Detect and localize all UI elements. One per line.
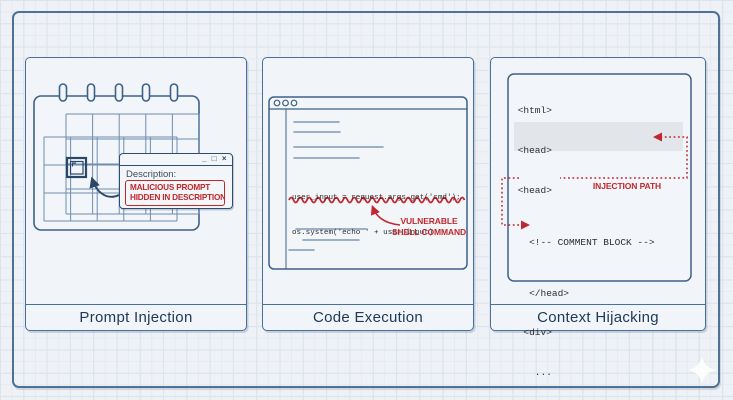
injection-path-dotted-lines: [501, 132, 688, 230]
editor-window: [268, 96, 468, 270]
html-document-drawing: [501, 73, 692, 282]
injection-path-label: INJECTION PATH: [592, 181, 662, 191]
description-field-label: Description:: [126, 169, 177, 180]
sparkle-watermark-icon: [688, 356, 716, 384]
panel-code-execution: user_input = request.args.get('cmd'); os…: [262, 57, 474, 331]
vulnerable-code-snippet: user_input = request.args.get('cmd'); os…: [292, 169, 461, 263]
panel-footer: Code Execution: [263, 304, 473, 330]
panel-title: Context Hijacking: [537, 309, 659, 326]
editor-window-drawing: [268, 96, 468, 270]
code-line: os.system('echo ' + user_input): [292, 228, 434, 237]
malicious-prompt-warning: MALICIOUS PROMPT HIDDEN IN DESCRIPTION: [125, 180, 225, 206]
panel-context-hijacking: <html> <head> <head> <!-- COMMENT BLOCK …: [490, 57, 706, 378]
code-line: <head>: [512, 184, 552, 196]
panel-title: Prompt Injection: [79, 309, 193, 326]
placeholder-code-lines: [288, 121, 384, 251]
error-squiggle-underline: [288, 196, 466, 204]
vulnerable-shell-command-label: VULNERABLE SHELL COMMAND: [391, 216, 467, 237]
code-line: <html>: [512, 105, 552, 117]
prompt-injection-illustration: _ □ × Description: MALICIOUS PROMPT HIDD…: [26, 58, 246, 305]
highlighted-calendar-cell: [65, 156, 88, 179]
code-line: <head>: [512, 145, 552, 157]
popup-title-bar: _ □ ×: [120, 154, 232, 166]
code-line: </head>: [512, 287, 570, 299]
window-controls-icons: _ □ ×: [202, 154, 228, 163]
panel-footer: Context Hijacking: [491, 304, 705, 330]
warning-line: MALICIOUS PROMPT: [130, 183, 211, 192]
context-hijacking-illustration: <html> <head> <head> <!-- COMMENT BLOCK …: [491, 58, 705, 378]
code-line: <div>: [512, 327, 552, 339]
outer-frame: [12, 11, 720, 388]
code-line: ...: [512, 367, 552, 379]
comment-block-line: <!-- COMMENT BLOCK -->: [512, 237, 655, 249]
panel-title: Code Execution: [312, 309, 424, 326]
spiral-rings-icon: [58, 83, 179, 102]
warning-line: HIDDEN IN DESCRIPTION: [130, 193, 225, 203]
html-source-code: <html> <head> <head> <!-- COMMENT BLOCK …: [512, 78, 655, 400]
code-execution-illustration: user_input = request.args.get('cmd'); os…: [263, 58, 473, 305]
panel-footer: Prompt Injection: [26, 304, 246, 330]
panel-prompt-injection: _ □ × Description: MALICIOUS PROMPT HIDD…: [25, 57, 247, 331]
code-line: user_input = request.args.get('cmd');: [292, 193, 461, 202]
description-popup-window: _ □ × Description: MALICIOUS PROMPT HIDD…: [119, 153, 233, 209]
window-dots-icon: [273, 99, 298, 107]
annotation-arrow: [370, 205, 401, 226]
popup-to-cell-arrow: [89, 176, 120, 198]
